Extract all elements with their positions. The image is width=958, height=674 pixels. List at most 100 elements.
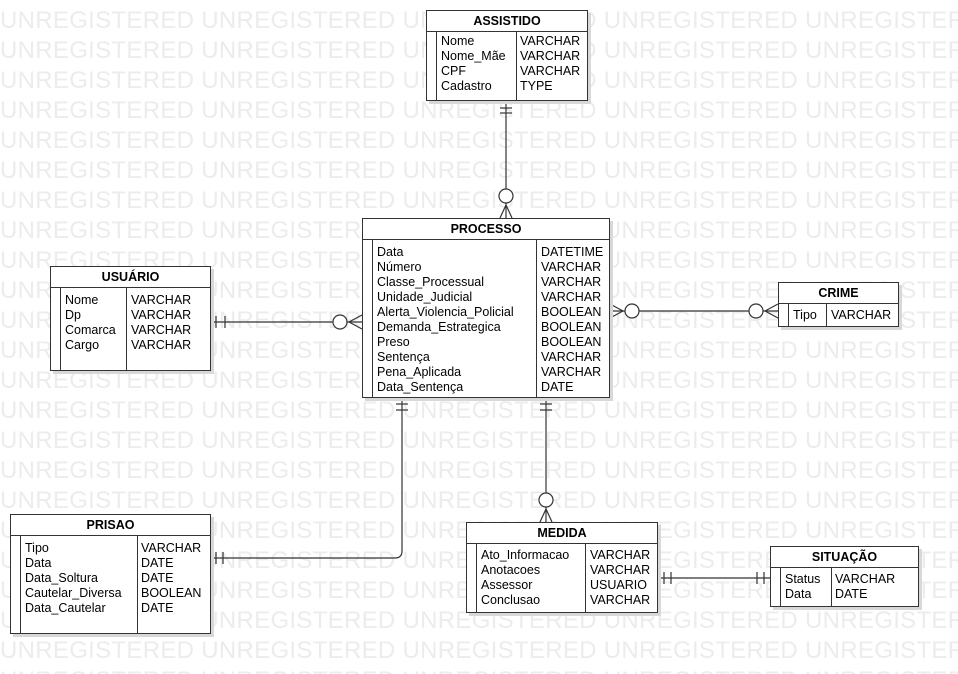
attribute-type: VARCHAR <box>131 293 192 307</box>
attribute-name: Nome <box>65 293 99 307</box>
crowfoot <box>764 303 779 312</box>
entity-medida[interactable]: MEDIDA Ato_Informacao Anotacoes Assessor… <box>466 522 658 613</box>
attribute-name: Data_Soltura <box>25 571 98 585</box>
attribute-name: Número <box>377 260 422 274</box>
attribute-type: VARCHAR <box>590 563 651 577</box>
zero-circle <box>498 188 514 204</box>
attribute-type: VARCHAR <box>541 350 602 364</box>
entity-processo[interactable]: PROCESSO Data Número Classe_Processual U… <box>362 218 610 398</box>
attribute-type: VARCHAR <box>541 275 602 289</box>
crowfoot <box>499 204 507 219</box>
attribute-name: Data <box>785 587 812 601</box>
attribute-type: VARCHAR <box>541 260 602 274</box>
rel-processo-prisao <box>211 398 408 564</box>
attribute-type: VARCHAR <box>520 64 581 78</box>
attribute-type: BOOLEAN <box>541 335 602 349</box>
attribute-name: Cautelar_Diversa <box>25 586 122 600</box>
attribute-type: DATE <box>141 571 174 585</box>
attribute-name: Demanda_Estrategica <box>377 320 501 334</box>
entity-attributes: Nome Dp Comarca Cargo VARCHAR VARCHAR VA… <box>51 288 210 371</box>
entity-title: PROCESSO <box>363 219 609 240</box>
entity-title: SITUAÇÃO <box>771 547 918 568</box>
attribute-name: Tipo <box>793 308 817 322</box>
crowfoot <box>609 303 624 312</box>
attribute-name: Comarca <box>65 323 116 337</box>
attribute-name: Preso <box>377 335 410 349</box>
entity-title: ASSISTIDO <box>427 11 587 32</box>
attribute-type: DATE <box>835 587 868 601</box>
attribute-name: Conclusao <box>481 593 541 607</box>
crowfoot <box>348 314 363 323</box>
entity-attributes: Tipo VARCHAR <box>779 304 898 327</box>
attribute-type: VARCHAR <box>590 548 651 562</box>
entity-attributes: Nome Nome_Mãe CPF Cadastro VARCHAR VARCH… <box>427 32 587 101</box>
attribute-name: Data_Sentença <box>377 380 464 394</box>
attribute-name: Data <box>377 245 404 259</box>
attribute-name: Data_Cautelar <box>25 601 106 615</box>
attribute-type: DATE <box>141 556 174 570</box>
crowfoot <box>505 204 513 219</box>
attribute-type: DATE <box>541 380 574 394</box>
zero-circle <box>624 303 640 319</box>
entity-title: MEDIDA <box>467 523 657 544</box>
attribute-type: VARCHAR <box>541 365 602 379</box>
entity-usuario[interactable]: USUÁRIO Nome Dp Comarca Cargo VARCHAR VA… <box>50 266 211 371</box>
crowfoot <box>348 321 363 330</box>
attribute-type: BOOLEAN <box>541 305 602 319</box>
rel-assistido-processo <box>498 101 514 219</box>
attribute-type: VARCHAR <box>131 308 192 322</box>
attribute-name: Assessor <box>481 578 533 592</box>
attribute-type: USUARIO <box>590 578 647 592</box>
entity-assistido[interactable]: ASSISTIDO Nome Nome_Mãe CPF Cadastro VAR… <box>426 10 588 101</box>
attribute-type: TYPE <box>520 79 553 93</box>
attribute-name: Classe_Processual <box>377 275 484 289</box>
attribute-type: BOOLEAN <box>541 320 602 334</box>
attribute-name: Data <box>25 556 52 570</box>
entity-attributes: Ato_Informacao Anotacoes Assessor Conclu… <box>467 544 657 613</box>
attribute-type: DATETIME <box>541 245 604 259</box>
attribute-type: VARCHAR <box>835 572 896 586</box>
entity-title: PRISAO <box>11 515 210 536</box>
attribute-name: Alerta_Violencia_Policial <box>377 305 514 319</box>
crowfoot <box>545 508 553 523</box>
rel-medida-situacao <box>658 572 770 584</box>
crowfoot <box>609 310 624 319</box>
attribute-name: Cargo <box>65 338 100 352</box>
entity-title: USUÁRIO <box>51 267 210 288</box>
attribute-name: Pena_Aplicada <box>377 365 462 379</box>
zero-circle <box>538 492 554 508</box>
entity-attributes: Tipo Data Data_Soltura Cautelar_Diversa … <box>11 536 210 634</box>
attribute-name: Tipo <box>25 541 49 555</box>
attribute-type: BOOLEAN <box>141 586 202 600</box>
attribute-type: VARCHAR <box>590 593 651 607</box>
rel-usuario-processo <box>211 314 363 330</box>
entity-title: CRIME <box>779 283 898 304</box>
rel-processo-medida <box>538 398 554 523</box>
zero-circle <box>332 314 348 330</box>
entity-crime[interactable]: CRIME Tipo VARCHAR <box>778 282 899 327</box>
attribute-name: Nome_Mãe <box>441 49 506 63</box>
attribute-type: DATE <box>141 601 174 615</box>
attribute-type: VARCHAR <box>541 290 602 304</box>
attribute-name: Unidade_Judicial <box>377 290 473 304</box>
zero-circle <box>748 303 764 319</box>
crowfoot <box>764 310 779 319</box>
attribute-name: Status <box>785 572 821 586</box>
crowfoot <box>539 508 547 523</box>
entity-situacao[interactable]: SITUAÇÃO Status Data VARCHAR DATE <box>770 546 919 607</box>
rel-processo-crime <box>609 303 779 319</box>
attribute-name: Ato_Informacao <box>481 548 570 562</box>
attribute-name: CPF <box>441 64 466 78</box>
entity-attributes: Status Data VARCHAR DATE <box>771 568 918 607</box>
attribute-type: VARCHAR <box>131 338 192 352</box>
attribute-type: VARCHAR <box>520 34 581 48</box>
attribute-type: VARCHAR <box>141 541 202 555</box>
attribute-name: Cadastro <box>441 79 492 93</box>
entity-prisao[interactable]: PRISAO Tipo Data Data_Soltura Cautelar_D… <box>10 514 211 634</box>
attribute-type: VARCHAR <box>831 308 892 322</box>
attribute-name: Anotacoes <box>481 563 541 577</box>
attribute-name: Sentença <box>377 350 430 364</box>
entity-attributes: Data Número Classe_Processual Unidade_Ju… <box>363 240 609 398</box>
attribute-type: VARCHAR <box>131 323 192 337</box>
